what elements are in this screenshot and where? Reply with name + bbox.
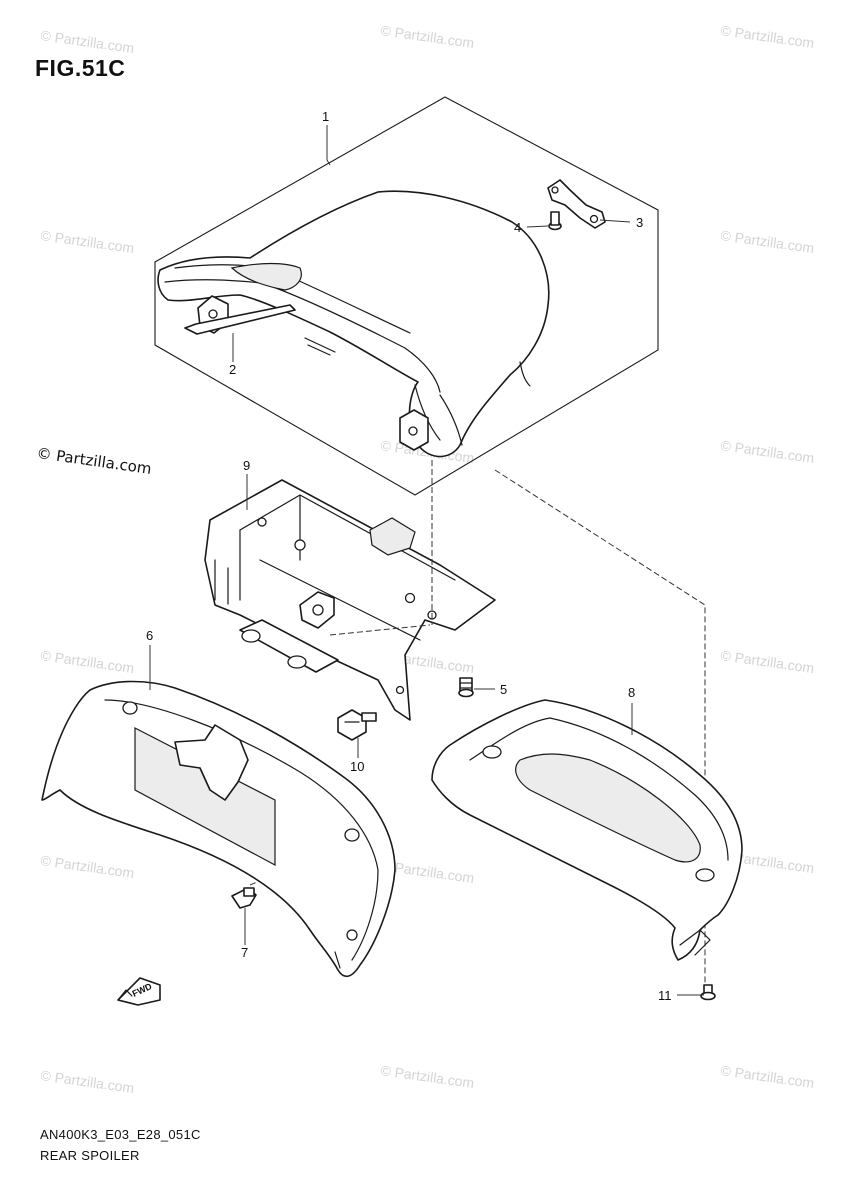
- part-10-bolt[interactable]: [337, 709, 377, 741]
- callout-2[interactable]: 2: [229, 362, 236, 377]
- assembly-line: [494, 469, 706, 985]
- watermark: © Partzilla.com: [40, 852, 136, 881]
- callout-6[interactable]: 6: [146, 628, 153, 643]
- watermark: © Partzilla.com: [720, 1062, 816, 1091]
- watermark: © Partzilla.com: [40, 1067, 136, 1096]
- callout-8[interactable]: 8: [628, 685, 635, 700]
- leader-lines: [149, 125, 704, 996]
- callout-3[interactable]: 3: [636, 215, 643, 230]
- callout-1[interactable]: 1: [322, 109, 329, 124]
- assembly-outline-frame: [154, 96, 659, 496]
- part-9-carrier-frame[interactable]: [204, 479, 496, 721]
- callout-10[interactable]: 10: [350, 759, 364, 774]
- part-2-seal-strip[interactable]: [184, 304, 296, 335]
- callout-4[interactable]: 4: [514, 220, 521, 235]
- part-1-spoiler-cover[interactable]: [157, 190, 550, 458]
- part-4-screw[interactable]: [548, 211, 562, 231]
- watermark: © Partzilla.com: [40, 647, 136, 676]
- assembly-line: [329, 624, 431, 636]
- callout-9[interactable]: 9: [243, 458, 250, 473]
- watermark: © Partzilla.com: [380, 1062, 476, 1091]
- forward-direction-marker: FWD: [117, 977, 161, 1006]
- part-11-screw[interactable]: [700, 984, 716, 1001]
- callout-7[interactable]: 7: [241, 945, 248, 960]
- section-name: REAR SPOILER: [40, 1148, 140, 1163]
- part-7-push-clip[interactable]: [231, 887, 257, 909]
- watermark: © Partzilla.com: [720, 227, 816, 256]
- callout-5[interactable]: 5: [500, 682, 507, 697]
- watermark: © Partzilla.com: [40, 27, 136, 56]
- watermark: © Partzilla.com: [380, 22, 476, 51]
- watermark: © Partzilla.com: [720, 437, 816, 466]
- watermark: © Partzilla.com: [40, 227, 136, 256]
- watermark: © Partzilla.com: [720, 22, 816, 51]
- part-3-bracket[interactable]: [547, 179, 606, 229]
- part-6-left-side-cover[interactable]: [41, 680, 396, 978]
- model-code: AN400K3_E03_E28_051C: [40, 1127, 201, 1142]
- callout-11[interactable]: 11: [658, 988, 672, 1003]
- part-5-bolt[interactable]: [458, 677, 474, 698]
- figure-title: FIG.51C: [35, 55, 126, 81]
- part-8-right-side-cover[interactable]: [431, 699, 743, 961]
- watermark: © Partzilla.com: [720, 647, 816, 676]
